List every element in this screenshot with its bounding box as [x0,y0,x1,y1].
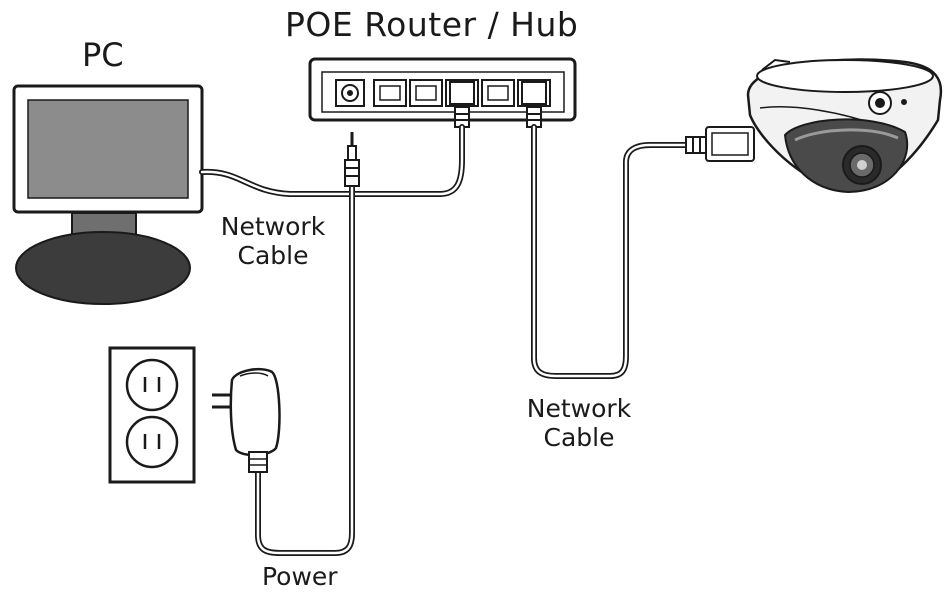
pc-label: PC [82,36,124,74]
rj45-plug-icon [685,126,755,162]
network-cable-label-left-line2: Cable [237,240,309,270]
router-port-5 [517,79,551,107]
router-port-2 [409,79,443,107]
dc-plug-icon [344,132,360,187]
pc-icon [12,84,204,305]
router-label: POE Router / Hub [285,5,579,44]
router-icon [308,57,577,128]
router-port-4 [481,79,515,107]
wall-outlet-icon [108,346,196,484]
camera-icon [746,58,943,194]
router-power-jack [335,79,365,107]
router-port-1 [373,79,407,107]
network-cable-label-left-line1: Network [220,212,326,241]
pc-base [15,231,191,305]
network-cable-pc [199,124,465,197]
power-label: Power [262,562,338,591]
network-cable-label-left: Network Cable [209,212,337,271]
router-port-3 [445,79,479,107]
power-adapter-icon [212,368,281,473]
network-cable-label-right-line2: Cable [543,422,615,452]
network-cable-label-right-line1: Network [526,394,632,423]
network-cable-label-right: Network Cable [513,394,645,453]
router-inner [321,71,565,113]
pc-screen [27,99,189,199]
network-cable-camera [531,124,693,379]
